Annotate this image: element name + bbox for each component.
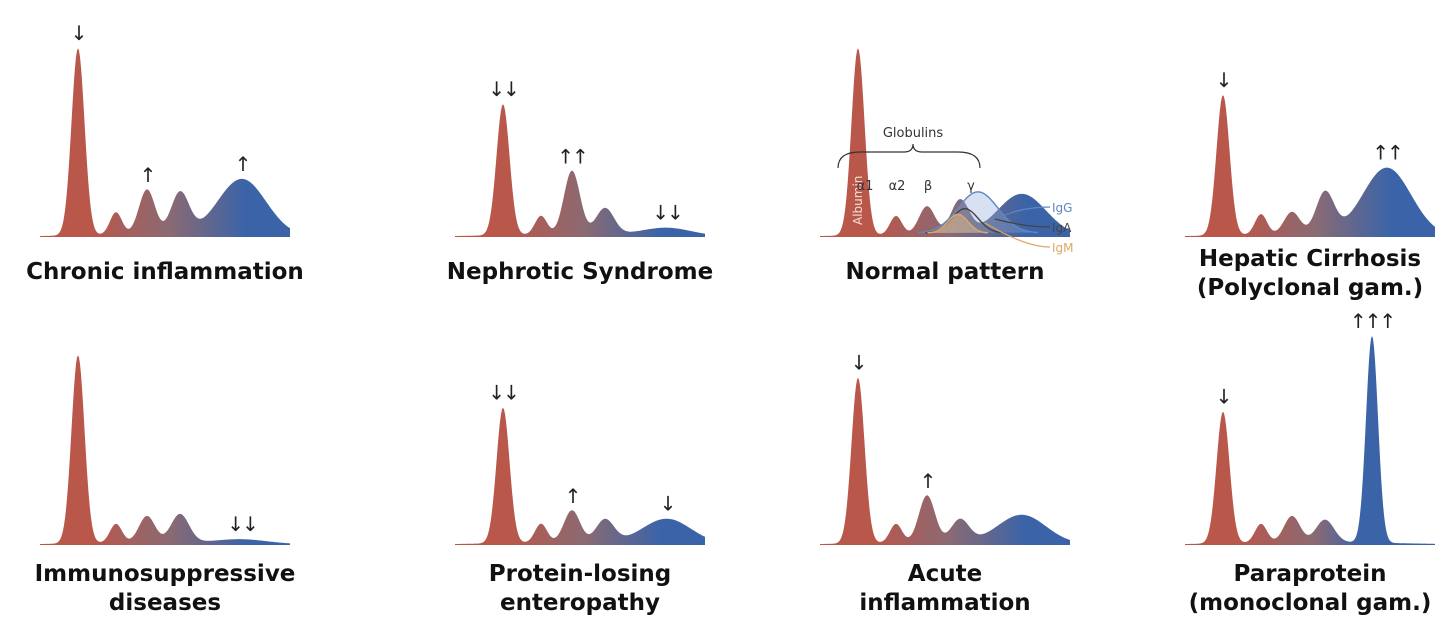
- arrow-albumin: ↓↓: [488, 77, 518, 101]
- ig-label-igg: IgG: [1052, 201, 1072, 215]
- arrow-albumin: ↓: [71, 21, 86, 45]
- protein-curve-nephrotic-syndrome: [455, 104, 705, 237]
- globulins-label: Globulins: [883, 126, 944, 141]
- fraction-label: α1: [857, 179, 874, 194]
- arrow-gamma: ↑↑: [1372, 141, 1402, 165]
- electrophoresis-curve-immunosuppressive-diseases: ↓↓: [40, 355, 290, 545]
- protein-curve-paraprotein: [1185, 335, 1435, 545]
- caption-chronic-inflammation: Chronic inflammation: [20, 258, 310, 287]
- caption-line: (monoclonal gam.): [1188, 590, 1432, 616]
- arrow-gamma: ↓: [660, 492, 675, 516]
- caption-line: Acute: [907, 561, 983, 587]
- ig-label-igm: IgM: [1052, 241, 1074, 255]
- protein-curve-immunosuppressive-diseases: [40, 355, 290, 545]
- arrow-albumin: ↓: [851, 351, 866, 375]
- panel-chronic-inflammation: ↓ ↑ ↑ Chronic inflammation: [20, 0, 310, 634]
- caption-line: Normal pattern: [845, 259, 1045, 285]
- panel-protein-losing-enteropathy: ↓↓ ↑ ↓ Protein-losing enteropathy: [435, 0, 725, 634]
- caption-line: Protein-losing: [488, 561, 672, 587]
- panel-immunosuppressive-diseases: ↓↓ Immunosuppressive diseases: [20, 0, 310, 634]
- protein-curve-hepatic-cirrhosis: [1185, 95, 1435, 237]
- ig-curve-igm: [927, 213, 989, 234]
- ig-pointer-line: [994, 218, 1051, 228]
- protein-curve-chronic-inflammation: [40, 48, 290, 238]
- albumin-label: Albumin: [851, 176, 865, 225]
- electrophoresis-curve-chronic-inflammation: ↓ ↑ ↑: [40, 21, 290, 238]
- arrow-gamma: ↓↓: [652, 201, 682, 225]
- arrow-gamma: ↑↑↑: [1350, 309, 1394, 333]
- arrow-albumin: ↓: [1216, 384, 1231, 408]
- ig-label-iga: IgA: [1052, 221, 1072, 235]
- electrophoresis-curve-nephrotic-syndrome: ↓↓ ↑↑ ↓↓: [455, 77, 705, 237]
- caption-line: inflammation: [859, 590, 1031, 616]
- fraction-label: α2: [889, 179, 906, 194]
- ig-pointer-line: [1004, 206, 1051, 216]
- caption-paraprotein: Paraprotein (monoclonal gam.): [1165, 560, 1455, 618]
- arrow-alpha2: ↑↑: [557, 144, 587, 168]
- panel-hepatic-cirrhosis: ↓ ↑↑ Hepatic Cirrhosis (Polyclonal gam.): [1165, 0, 1455, 634]
- protein-curve-normal-pattern: [820, 48, 1070, 238]
- arrow-gamma: ↓↓: [227, 512, 257, 536]
- caption-line: Paraprotein: [1233, 561, 1387, 587]
- arrow-alpha2: ↑: [140, 163, 155, 187]
- caption-immunosuppressive-diseases: Immunosuppressive diseases: [20, 560, 310, 618]
- caption-line: Chronic inflammation: [26, 259, 304, 285]
- fraction-label: β: [924, 179, 932, 194]
- caption-normal-pattern: Normal pattern: [800, 258, 1090, 287]
- arrow-alpha2: ↑: [920, 469, 935, 493]
- arrow-albumin: ↓: [1216, 68, 1231, 92]
- fraction-label: γ: [967, 179, 975, 194]
- caption-line: enteropathy: [499, 590, 661, 616]
- panel-paraprotein: ↓ ↑↑↑ Paraprotein (monoclonal gam.): [1165, 0, 1455, 634]
- protein-curve-acute-inflammation: [820, 377, 1070, 545]
- caption-line: diseases: [108, 590, 222, 616]
- caption-line: Hepatic Cirrhosis: [1198, 246, 1422, 272]
- caption-line: (Polyclonal gam.): [1196, 275, 1424, 301]
- caption-acute-inflammation: Acute inflammation: [800, 560, 1090, 618]
- panel-nephrotic-syndrome: ↓↓ ↑↑ ↓↓ Nephrotic Syndrome: [435, 0, 725, 634]
- electrophoresis-curve-paraprotein: ↓ ↑↑↑: [1185, 309, 1435, 545]
- electrophoresis-curve-protein-losing-enteropathy: ↓↓ ↑ ↓: [455, 381, 705, 545]
- arrow-alpha2: ↑: [565, 484, 580, 508]
- caption-nephrotic-syndrome: Nephrotic Syndrome: [435, 258, 725, 287]
- arrow-gamma: ↑: [235, 152, 250, 176]
- electrophoresis-curve-hepatic-cirrhosis: ↓ ↑↑: [1185, 68, 1435, 237]
- caption-protein-losing-enteropathy: Protein-losing enteropathy: [435, 560, 725, 618]
- globulins-brace: [837, 143, 981, 169]
- caption-hepatic-cirrhosis: Hepatic Cirrhosis (Polyclonal gam.): [1165, 245, 1455, 303]
- protein-curve-protein-losing-enteropathy: [455, 407, 705, 545]
- caption-line: Nephrotic Syndrome: [446, 259, 714, 285]
- ig-pointer-line: [984, 222, 1051, 248]
- electrophoresis-curve-acute-inflammation: ↓↑: [820, 351, 1070, 545]
- caption-line: Immunosuppressive: [34, 561, 296, 587]
- arrow-albumin: ↓↓: [488, 381, 518, 405]
